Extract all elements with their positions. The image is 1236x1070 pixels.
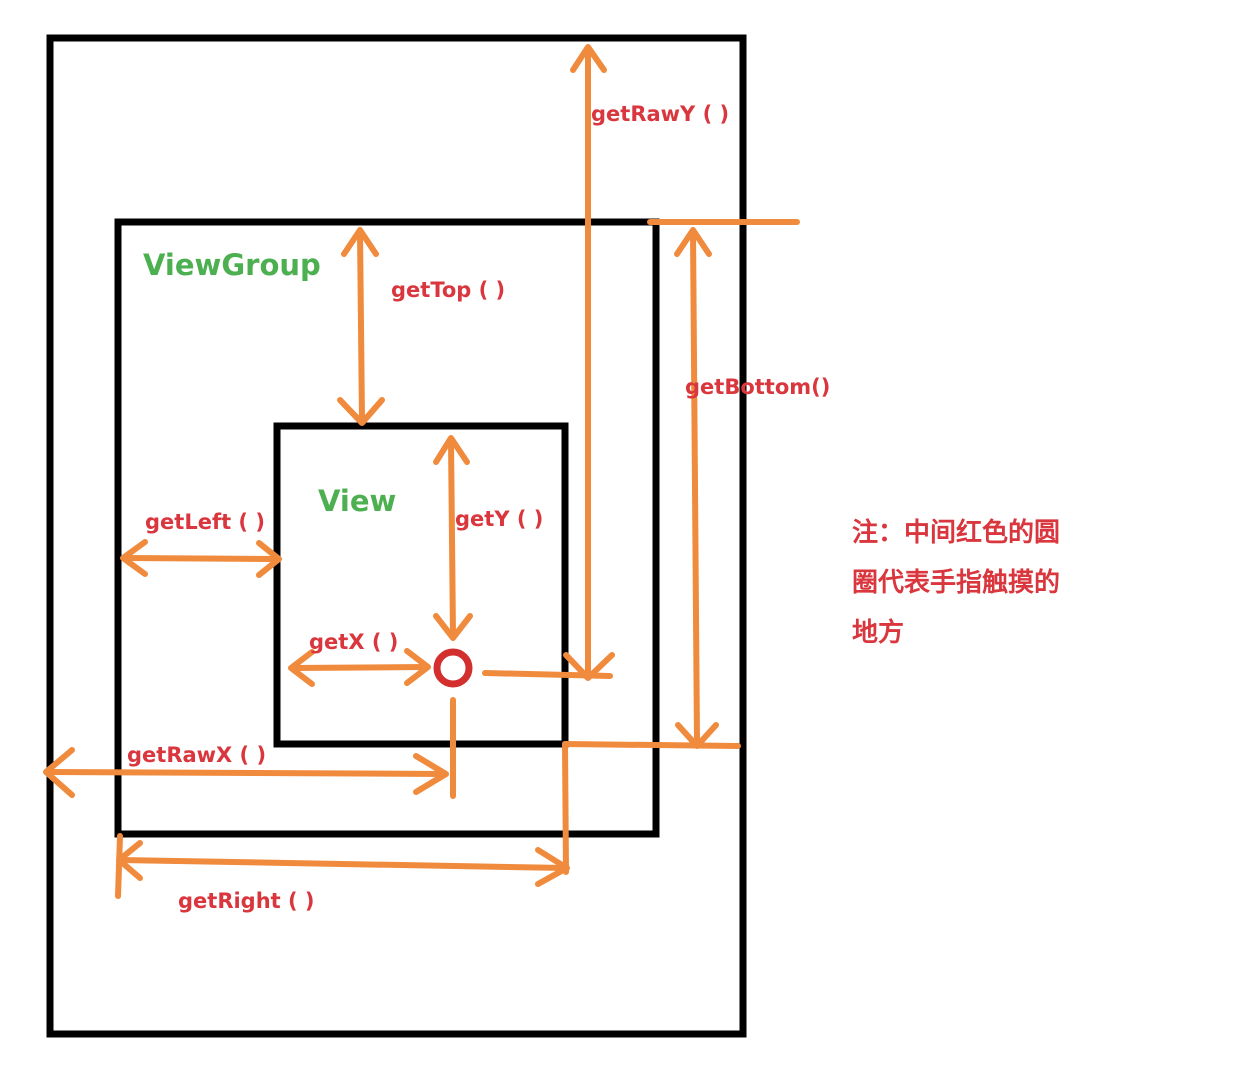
get-top-label: getTop ( ) [391, 278, 505, 302]
get-raw-x-label: getRawX ( ) [127, 743, 266, 767]
get-raw-y-arrow [563, 44, 615, 681]
get-y-label: getY ( ) [455, 507, 543, 531]
screen-frame [46, 34, 747, 1038]
touch-point-circle [433, 648, 473, 688]
get-left-arrow [120, 539, 282, 578]
get-right-label: getRight ( ) [178, 889, 315, 913]
view-frame [273, 422, 569, 748]
get-x-arrow [288, 648, 431, 687]
get-x-label: getX ( ) [309, 630, 398, 654]
get-raw-x-arrow [43, 747, 449, 798]
note-line-1: 注：中间红色的圆 [852, 517, 1060, 548]
note-line-2: 圈代表手指触摸的 [852, 567, 1060, 598]
get-right-arrow [115, 741, 570, 899]
get-bottom-label: getBottom() [685, 375, 830, 399]
get-top-arrow [337, 227, 385, 426]
viewgroup-frame [114, 218, 660, 838]
get-raw-y-label: getRawY ( ) [591, 102, 729, 126]
note-line-3: 地方 [852, 617, 904, 648]
viewgroup-label: ViewGroup [143, 248, 321, 282]
touch-horizontal-guide [482, 670, 613, 679]
view-label: View [318, 484, 396, 518]
get-y-arrow [433, 435, 473, 641]
get-bottom-arrow [562, 219, 800, 749]
get-left-label: getLeft ( ) [145, 510, 265, 534]
